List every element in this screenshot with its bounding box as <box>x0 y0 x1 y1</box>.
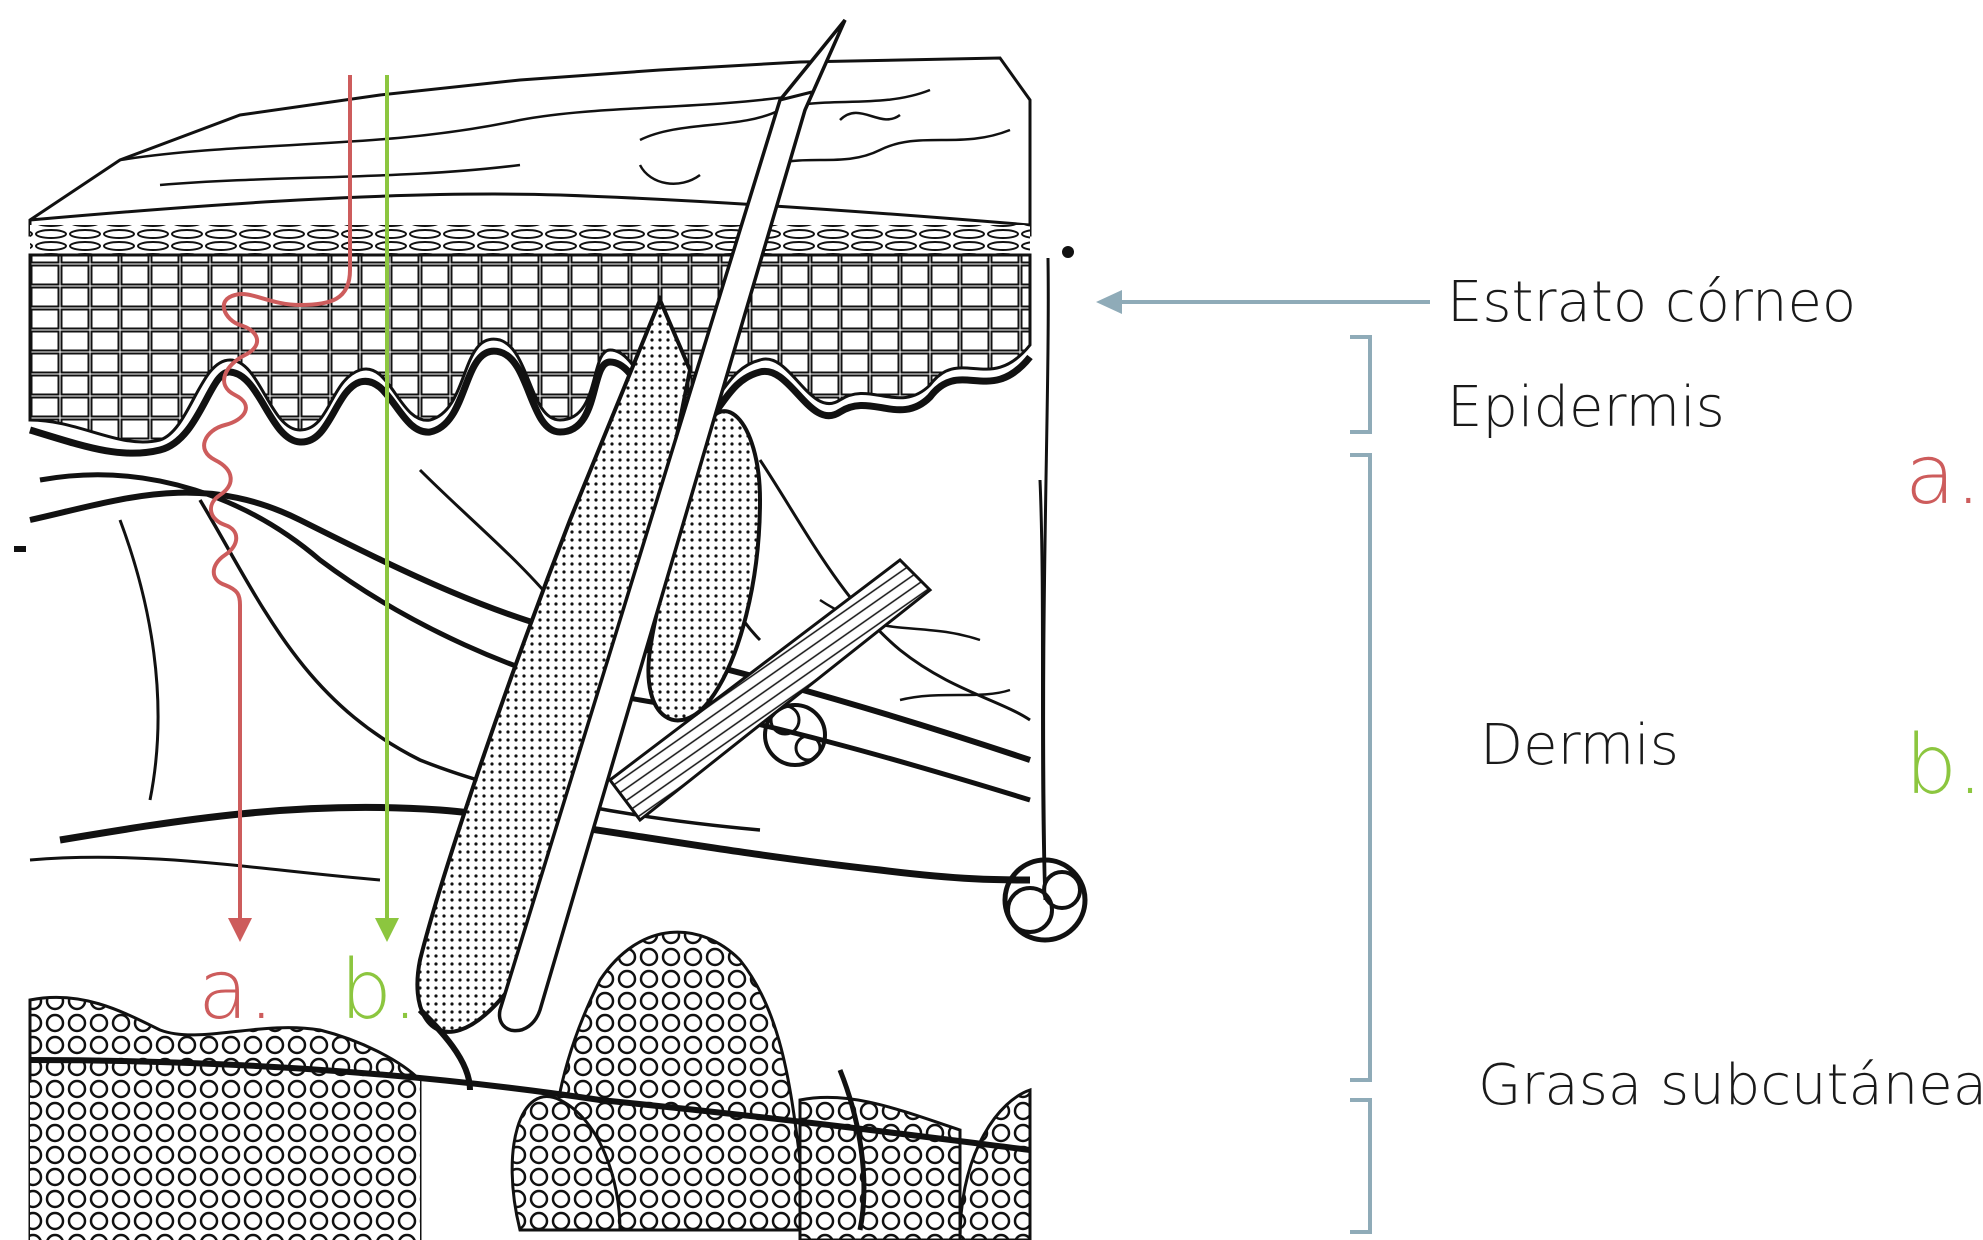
epidermis-illustration <box>30 255 1030 453</box>
dermis-bracket <box>1350 455 1370 1080</box>
pathway-b-legend-label: b. <box>1905 725 1983 807</box>
stratum-corneum-pointer <box>1096 290 1430 314</box>
subcutaneous-fat-label: Grasa subcutánea <box>1478 1058 1983 1114</box>
edge-tick-mark <box>14 546 26 552</box>
pathway-b-arrow-label: b. <box>340 950 418 1032</box>
dermis-label: Dermis <box>1480 718 1679 774</box>
stratum-corneum-illustration <box>30 58 1074 258</box>
subcutaneous-bracket <box>1350 1100 1370 1232</box>
pathway-a-legend-label: a. <box>1905 435 1981 517</box>
pathway-a-arrow-label: a. <box>198 950 274 1032</box>
epidermis-label: Epidermis <box>1447 380 1725 436</box>
stratum-corneum-label: Estrato córneo <box>1447 275 1856 331</box>
epidermis-bracket <box>1350 337 1370 432</box>
